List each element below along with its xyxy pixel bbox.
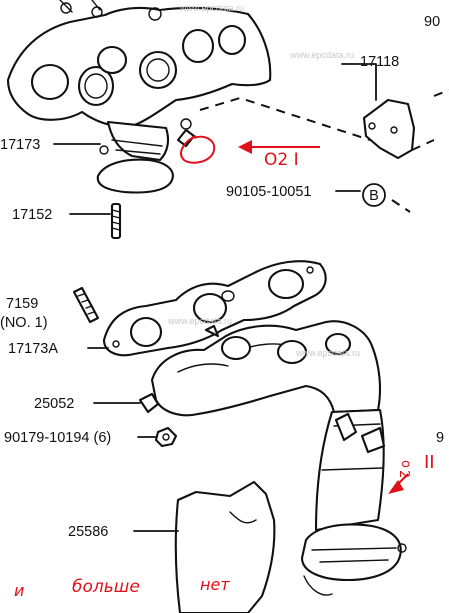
o2-two-roman: II — [424, 452, 435, 473]
part-label-25586: 25586 — [68, 524, 108, 540]
part-label-17152: 17152 — [12, 207, 52, 223]
part-label-17173a: 17173A — [8, 341, 58, 357]
part-label-17118: 17118 — [360, 54, 399, 70]
watermark-bottom-right: www.epcdata.ru — [295, 348, 360, 358]
red-arrow-head-two — [388, 480, 404, 494]
red-arrow-head — [238, 140, 252, 154]
top-manifold-drawing — [6, 0, 272, 194]
callout-b-circle — [362, 183, 386, 207]
bracket-17118-drawing — [362, 98, 416, 160]
note-word-3: нет — [200, 575, 230, 594]
watermark-top: www.epcdata.ru — [179, 3, 244, 13]
o2-two-number: 2 — [396, 470, 411, 478]
corner-label-bottom: 9 — [436, 430, 444, 446]
red-annotation-o2-one: O2 I — [180, 135, 320, 170]
part-label-7159: 7159 — [6, 296, 38, 312]
o2-two-letter: o — [398, 460, 413, 468]
stud-17152-drawing — [110, 202, 122, 240]
part-label-7159-no: (NO. 1) — [0, 315, 48, 331]
red-annotation-o2-two: o 2 II — [388, 452, 435, 494]
note-word-2: больше — [72, 577, 140, 597]
bottom-manifold-drawing — [102, 260, 407, 596]
part-label-90179: 90179-10194 (6) — [4, 430, 111, 446]
stud-7159-drawing — [72, 286, 100, 324]
heat-shield-25586-drawing — [174, 480, 276, 613]
watermark-bottom: www.epcdata.ru — [167, 316, 232, 326]
handwritten-note: и больше нет — [14, 575, 230, 600]
callout-b-label: B — [369, 188, 379, 204]
part-label-90105: 90105-10051 — [226, 184, 311, 200]
corner-label-top: 90 — [424, 14, 440, 30]
nut-90179-drawing — [154, 426, 178, 448]
o2-one-label: O2 I — [264, 150, 299, 170]
part-label-17173: 17173 — [0, 137, 40, 153]
part-label-25052: 25052 — [34, 396, 74, 412]
note-word-1: и — [14, 581, 24, 600]
watermark-top-right: www.epcdata.ru — [289, 50, 354, 60]
